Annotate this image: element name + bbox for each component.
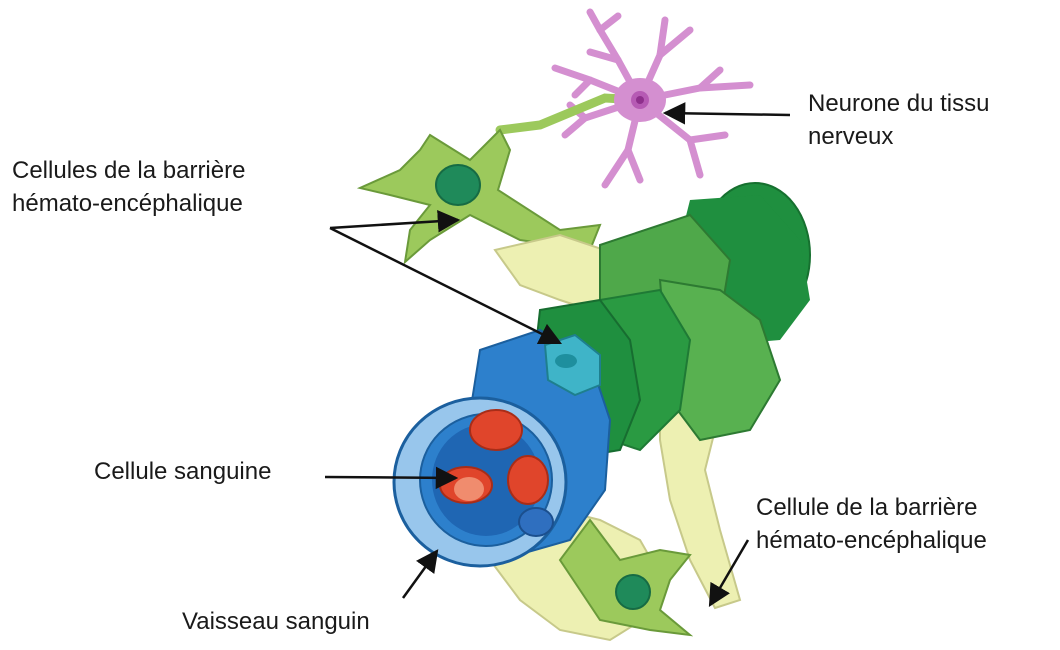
label-vessel: Vaisseau sanguin	[182, 605, 370, 638]
label-neuron: Neurone du tissu nerveux	[808, 87, 989, 153]
label-blood-cell: Cellule sanguine	[94, 455, 271, 488]
label-neuron-line-2: nerveux	[808, 120, 989, 153]
label-blood-cell-line-1: Cellule sanguine	[94, 455, 271, 488]
arrow-vessel	[403, 551, 437, 598]
label-bbb-cells: Cellules de la barrière hémato-encéphali…	[12, 154, 245, 220]
label-bbb-cell: Cellule de la barrière hémato-encéphaliq…	[756, 491, 987, 557]
neuron	[500, 12, 750, 185]
label-bbb-cell-line-1: Cellule de la barrière	[756, 491, 987, 524]
label-neuron-line-1: Neurone du tissu	[808, 87, 989, 120]
label-bbb-cells-line-1: Cellules de la barrière	[12, 154, 245, 187]
label-bbb-cells-line-2: hémato-encéphalique	[12, 187, 245, 220]
label-vessel-line-1: Vaisseau sanguin	[182, 605, 370, 638]
arrow-neuron	[665, 113, 790, 115]
arrow-blood-cell	[325, 477, 456, 478]
label-bbb-cell-line-2: hémato-encéphalique	[756, 524, 987, 557]
